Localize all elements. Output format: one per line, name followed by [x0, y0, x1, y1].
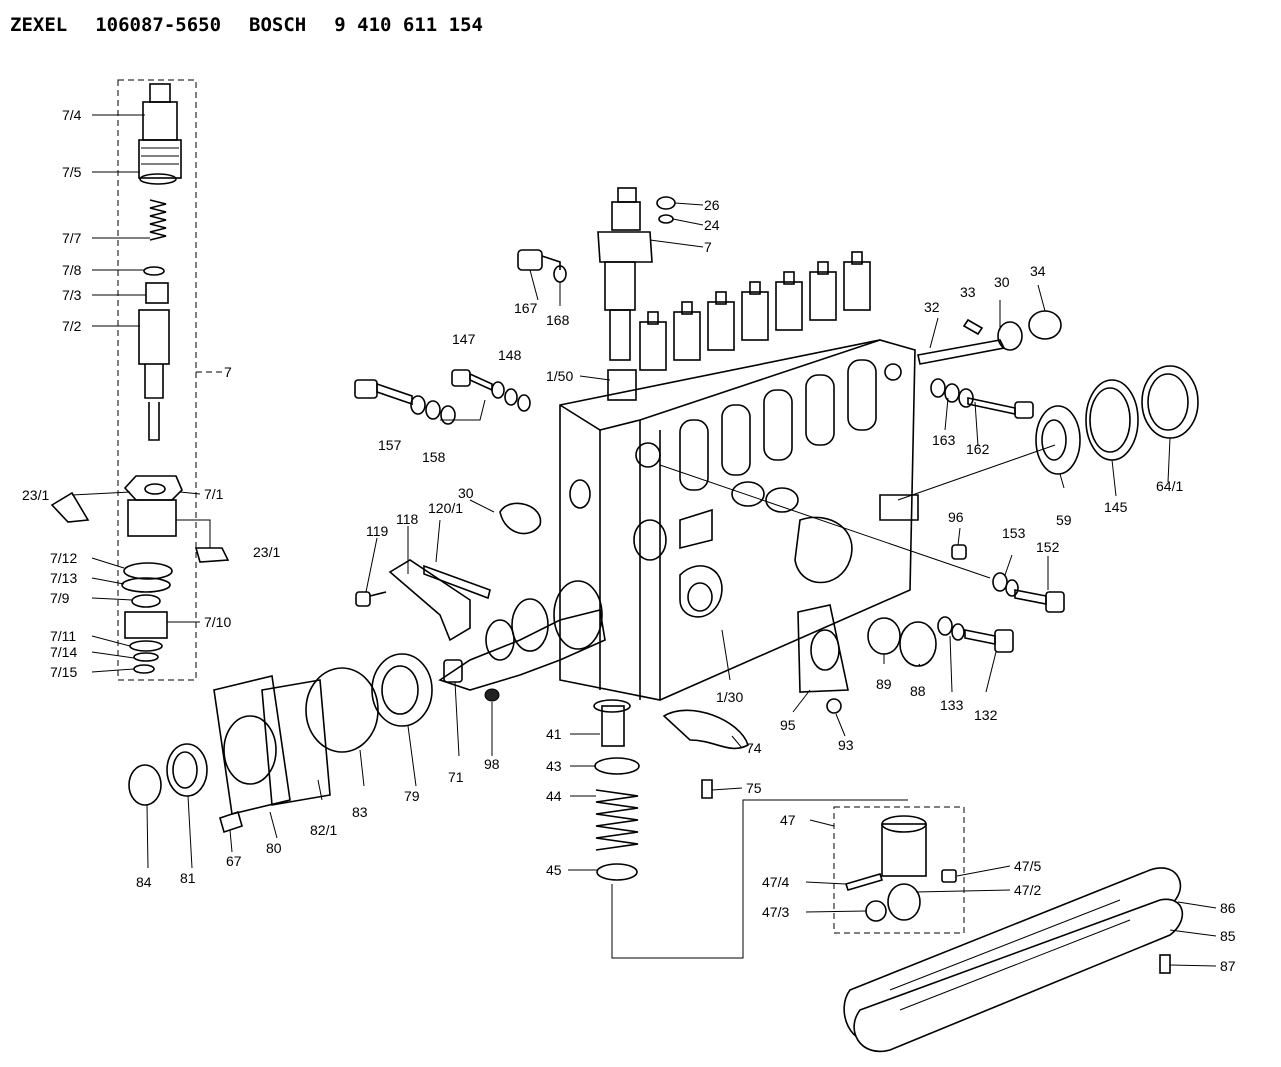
callout: 47/4 — [762, 874, 789, 890]
callout: 47/3 — [762, 904, 789, 920]
callout: 34 — [1030, 263, 1046, 279]
callout: 86 — [1220, 900, 1236, 916]
callout: 41 — [546, 726, 562, 742]
callout: 32 — [924, 299, 940, 315]
callout: 7/8 — [62, 262, 82, 278]
callout: 157 — [378, 437, 402, 453]
callout: 118 — [396, 511, 419, 527]
callout: 7/9 — [50, 590, 70, 606]
callout: 7/10 — [204, 614, 231, 630]
callout: 47 — [780, 812, 796, 828]
callout: 167 — [514, 300, 538, 316]
callout: 87 — [1220, 958, 1236, 974]
callout: 24 — [704, 217, 720, 233]
callout: 7/14 — [50, 644, 77, 660]
callout: 80 — [266, 840, 282, 856]
callout: 152 — [1036, 539, 1060, 555]
callout: 7 — [224, 364, 232, 380]
callout: 147 — [452, 331, 476, 347]
callout: 43 — [546, 758, 562, 774]
callout: 64/1 — [1156, 478, 1183, 494]
callout: 133 — [940, 697, 964, 713]
bolts-and-washers — [354, 249, 1065, 653]
callout: 47/2 — [1014, 882, 1041, 898]
right-bearing-set — [659, 310, 1199, 579]
callout: 168 — [546, 312, 570, 328]
callout: 7/2 — [62, 318, 82, 334]
callout: 30 — [458, 485, 474, 501]
callout: 81 — [180, 870, 196, 886]
callout: 158 — [422, 449, 446, 465]
callout: 7/1 — [204, 486, 224, 502]
callout: 153 — [1002, 525, 1026, 541]
header: ZEXEL 106087-5650 BOSCH 9 410 611 154 — [10, 14, 511, 36]
callout: 7/15 — [50, 664, 77, 680]
callout: 85 — [1220, 928, 1236, 944]
callout: 45 — [546, 862, 562, 878]
callout: 7/12 — [50, 550, 77, 566]
callout: 67 — [226, 853, 242, 869]
callout: 83 — [352, 804, 368, 820]
callout: 7/13 — [50, 570, 77, 586]
callout: 163 — [932, 432, 956, 448]
governor-side-parts — [388, 502, 937, 714]
callout: 7/11 — [50, 628, 76, 644]
callout: 7/3 — [62, 287, 82, 303]
part-number-zexel: 106087-5650 — [95, 14, 222, 36]
callout: 23/1 — [22, 487, 49, 503]
callout: 30 — [994, 274, 1010, 290]
callout: 96 — [948, 509, 964, 525]
roller-follower-assembly — [833, 806, 965, 934]
callout: 44 — [546, 788, 562, 804]
callout: 119 — [366, 523, 389, 539]
callout: 89 — [876, 676, 892, 692]
roller-tappet — [593, 699, 908, 959]
callout: 47/5 — [1014, 858, 1041, 874]
callout: 79 — [404, 788, 420, 804]
callout: 59 — [1056, 512, 1072, 528]
callout-labels: 7/4 7/5 7/7 7/8 7/3 7/2 7 23/1 7/1 23/1 … — [22, 107, 1236, 974]
callout: 95 — [780, 717, 796, 733]
part-number-bosch: 9 410 611 154 — [334, 14, 483, 36]
callout: 93 — [838, 737, 854, 753]
callout: 7/5 — [62, 164, 82, 180]
pump-housing — [559, 251, 919, 701]
callout: 162 — [966, 441, 990, 457]
callout: 84 — [136, 874, 152, 890]
callout: 88 — [910, 683, 926, 699]
callout: 75 — [746, 780, 762, 796]
callout: 148 — [498, 347, 522, 363]
delivery-valve-holder — [597, 187, 676, 401]
callout: 23/1 — [253, 544, 280, 560]
camshaft-assembly — [128, 580, 606, 834]
leader-lines — [71, 114, 1217, 967]
callout: 71 — [448, 769, 464, 785]
brand-bosch: BOSCH — [249, 14, 307, 36]
callout: 120/1 — [428, 500, 463, 516]
callout: 7 — [704, 239, 712, 255]
callout: 98 — [484, 756, 500, 772]
callout: 132 — [974, 707, 998, 723]
callout: 7/7 — [62, 230, 82, 246]
callout: 33 — [960, 284, 976, 300]
callout: 74 — [746, 740, 762, 756]
callout: 7/4 — [62, 107, 82, 123]
brand-zexel: ZEXEL — [10, 14, 68, 36]
callout: 1/50 — [546, 368, 573, 384]
callout: 82/1 — [310, 822, 337, 838]
callout: 26 — [704, 197, 720, 213]
bottom-cover-gasket — [843, 867, 1184, 1053]
callout: 1/30 — [716, 689, 743, 705]
callout: 145 — [1104, 499, 1128, 515]
